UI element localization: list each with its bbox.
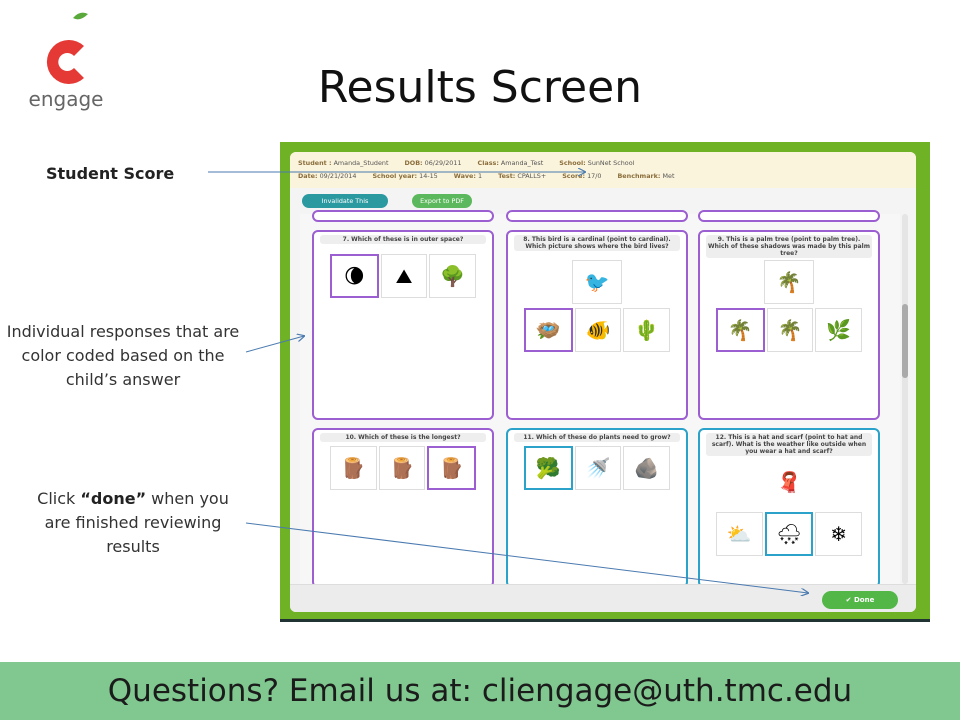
log-icon: 🪵 xyxy=(427,446,477,490)
watering-can-icon: 🚿 xyxy=(574,446,622,490)
responses-grid: 7. Which of these is in outer space? 🌘 ⛰… xyxy=(300,210,900,588)
partly-cloudy-icon: ⛅ xyxy=(716,512,763,556)
callout-responses: Individual responses that are color code… xyxy=(6,322,240,389)
done-button[interactable]: ✔ Done xyxy=(822,591,898,609)
tree-icon: 🌳 xyxy=(429,254,477,298)
response-card-q8[interactable]: 8. This bird is a cardinal (point to car… xyxy=(506,230,688,420)
palm-shadow-icon: 🌴 xyxy=(716,308,765,352)
export-pdf-button[interactable]: Export to PDF xyxy=(412,194,472,208)
page-title: Results Screen xyxy=(317,62,643,113)
plant-shadow-icon: 🌿 xyxy=(815,308,863,352)
contact-footer: Questions? Email us at: cliengage@uth.tm… xyxy=(0,662,960,720)
svg-text:engage: engage xyxy=(29,87,104,111)
scrollbar[interactable] xyxy=(902,214,908,584)
response-card-q11[interactable]: 11. Which of these do plants need to gro… xyxy=(506,428,688,588)
response-card xyxy=(506,210,688,222)
desert-icon: 🌵 xyxy=(623,308,671,352)
results-footer: ✔ Done xyxy=(290,584,916,612)
response-card-q7[interactable]: 7. Which of these is in outer space? 🌘 ⛰… xyxy=(312,230,494,420)
log-icon: 🪵 xyxy=(378,446,426,490)
rocks-icon: 🪨 xyxy=(623,446,671,490)
log-icon: 🪵 xyxy=(330,446,377,490)
mountain-icon: ⛰ xyxy=(380,254,428,298)
snowy-icon: 🌨 xyxy=(764,512,814,556)
palm-tree-icon: 🌴 xyxy=(764,260,814,304)
response-card xyxy=(698,210,880,222)
scrollbar-thumb[interactable] xyxy=(902,304,908,378)
shadow-icon: 🌴 xyxy=(766,308,814,352)
response-card-q12[interactable]: 12. This is a hat and scarf (point to ha… xyxy=(698,428,880,588)
callout-student-score: Student Score xyxy=(46,164,175,183)
hat-scarf-icon: 🧣 xyxy=(776,470,802,494)
snowflake-icon: ❄ xyxy=(815,512,863,556)
callout-done: Click “done” when you are finished revie… xyxy=(37,489,229,556)
nest-icon: 🪺 xyxy=(524,308,573,352)
response-card xyxy=(312,210,494,222)
response-card-q10[interactable]: 10. Which of these is the longest? 🪵 🪵 🪵 xyxy=(312,428,494,588)
student-score: 17/0 xyxy=(587,172,602,180)
response-card-q9[interactable]: 9. This is a palm tree (point to palm tr… xyxy=(698,230,880,420)
moon-icon: 🌘 xyxy=(330,254,379,298)
invalidate-assessment-button[interactable]: Invalidate This Assessment xyxy=(302,194,388,219)
ocean-icon: 🐠 xyxy=(574,308,622,352)
cliengage-logo: engage xyxy=(29,12,104,111)
vegetables-icon: 🥦 xyxy=(524,446,573,490)
cardinal-icon: 🐦 xyxy=(572,260,622,304)
